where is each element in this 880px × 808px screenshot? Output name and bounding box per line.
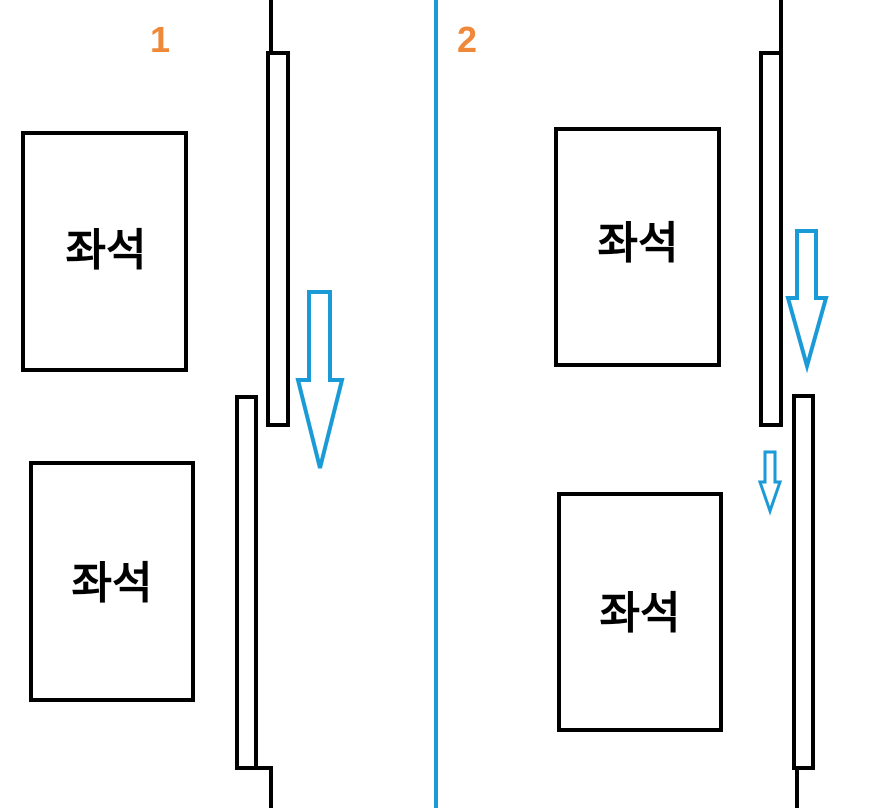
seat-box [29, 461, 195, 702]
seat-label: 좌석 [66, 225, 147, 276]
seat-box [557, 492, 723, 732]
seat-label: 좌석 [598, 218, 679, 269]
sliding-door-panel [792, 394, 815, 770]
sliding-door-panel [235, 395, 258, 770]
arrow-down-icon [295, 290, 345, 469]
panel-1-label: 1 [150, 19, 170, 60]
arrow-down-icon [785, 229, 829, 374]
panel-2-label: 2 [457, 19, 477, 60]
wall-line [256, 766, 273, 808]
sliding-door-panel [266, 51, 290, 427]
seat-box [21, 131, 188, 372]
sliding-door-panel [759, 51, 783, 427]
seat-label: 좌석 [600, 588, 681, 639]
seat-box [554, 127, 721, 367]
seat-label: 좌석 [72, 558, 153, 609]
wall-line [795, 766, 813, 808]
small-arrow-down-icon [757, 450, 783, 516]
